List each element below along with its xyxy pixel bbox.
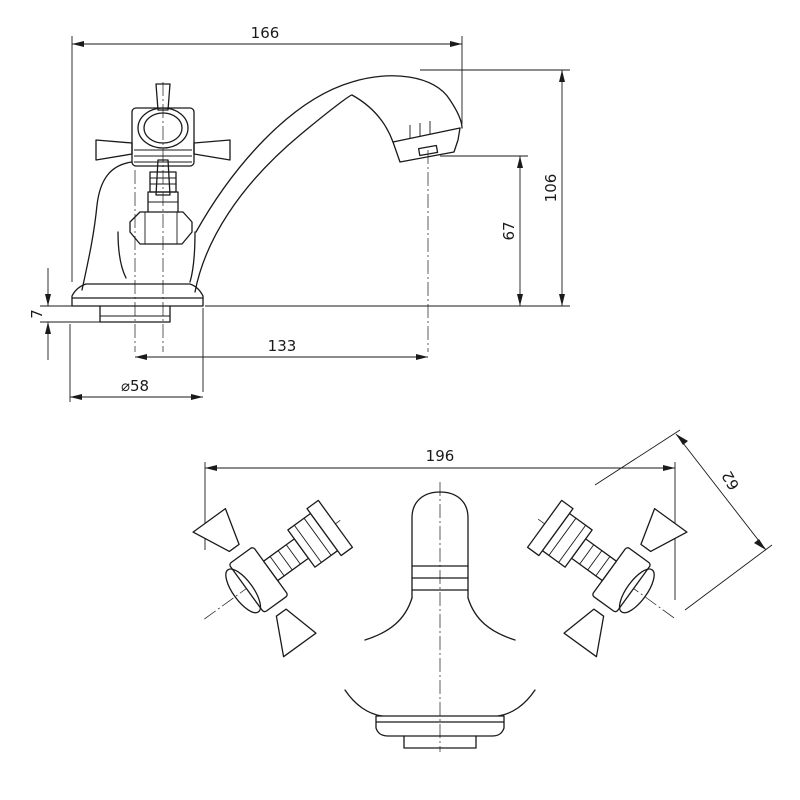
tap-body-top [344, 597, 536, 717]
dimension-label-196: 196 [426, 447, 455, 465]
dimension-centre-to-spout: 133 [135, 337, 428, 360]
spout-aerator [392, 127, 461, 163]
dimension-label-133: 133 [268, 337, 297, 355]
dimension-label-7: 7 [28, 309, 46, 319]
dimension-label-106: 106 [542, 174, 560, 203]
valve-headwork [129, 171, 193, 245]
top-view: 196 62 [192, 429, 773, 752]
dimension-spout-height: 67 [440, 155, 528, 306]
dimension-base-thickness: 7 [28, 268, 100, 360]
dimension-base-diameter: ⌀58 [69, 308, 204, 402]
dimension-label-166: 166 [251, 24, 280, 42]
dimension-overall-length: 166 [71, 24, 463, 282]
dimension-label-62: 62 [718, 468, 743, 494]
left-valve-assembly [192, 499, 354, 658]
tap-base [71, 283, 204, 323]
dimension-handle-span: 196 [204, 447, 676, 600]
right-valve-assembly [526, 499, 688, 658]
side-view: 166 106 67 7 [28, 24, 570, 402]
dimension-overall-height: 106 [205, 69, 570, 307]
dimension-label-diameter-58: ⌀58 [121, 377, 149, 395]
spout-body [81, 75, 463, 293]
dimension-label-67: 67 [500, 221, 518, 240]
